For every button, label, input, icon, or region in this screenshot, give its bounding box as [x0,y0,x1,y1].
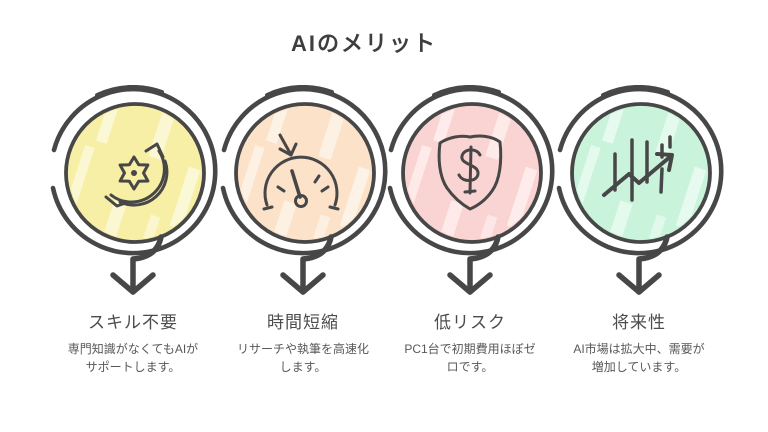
growth-chart-icon [602,135,674,202]
item-description: リサーチや執筆を高速化します。 [236,342,369,374]
item-description: PC1台で初期費用ほぼゼロです。 [404,342,536,374]
item-description: 専門知識がなくてもAIがサポートします。 [67,342,199,374]
benefit-item-skill-free: スキル不要 専門知識がなくてもAIがサポートします。 [48,85,218,376]
item-title: 低リスク [434,313,506,332]
item-title: スキル不要 [88,313,178,332]
benefit-item-low-risk: 低リスク PC1台で初期費用ほぼゼロです。 [385,85,555,376]
item-circle-graphic [385,85,555,297]
item-title: 将来性 [612,313,666,332]
speedometer-icon [262,133,340,211]
item-description: AI市場は拡大中、需要が増加しています。 [573,342,705,374]
item-circle-graphic [218,85,388,297]
benefit-item-future: 将来性 AI市場は拡大中、需要が増加しています。 [554,85,724,376]
benefit-item-time-saving: 時間短縮 リサーチや執筆を高速化します。 [218,85,388,376]
item-circle-graphic [48,85,218,297]
shield-dollar-icon [437,134,503,211]
item-title: 時間短縮 [267,313,339,332]
page-title: AIのメリット [290,31,437,56]
sync-gear-icon [104,142,169,208]
item-circle-graphic [554,85,724,297]
